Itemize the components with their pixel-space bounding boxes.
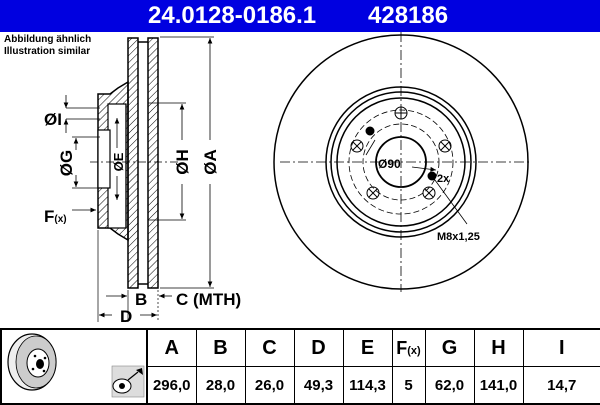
side-view: ØI ØG ØE ØH ØA F(x) B C (MTH) D [44,36,241,326]
col-header-c: C [244,328,295,367]
value-e: 114,3 [342,366,393,405]
col-header-b: B [195,328,246,367]
col-header-f: F(x) [391,328,426,367]
col-header-e: E [342,328,393,367]
part-number: 24.0128-0186.1 [148,2,317,29]
label-dia-i: ØI [44,110,62,129]
label-dia-h: ØH [173,149,192,175]
front-view [273,32,530,292]
label-dia-e: ØE [111,152,126,171]
label-count: 2x [437,173,450,185]
label-pcd: Ø90 [378,157,401,171]
label-dia-g: ØG [57,150,76,176]
label-thread: M8x1,25 [437,231,480,243]
image-cell [0,328,148,405]
col-header-d: D [293,328,344,367]
header-row: A B C D E F(x) G H I [0,328,600,405]
brake-disc-illustration-icon [7,333,145,398]
label-c: C (MTH) [176,290,241,309]
spray-cleaning-icon [111,365,145,398]
col-header-h: H [473,328,524,367]
title-bar: 24.0128-0186.1 428186 [0,0,600,32]
value-d: 49,3 [293,366,344,405]
col-header-a: A [146,328,197,367]
value-g: 62,0 [424,366,475,405]
label-f: F(x) [44,207,67,226]
note-german: Abbildung ähnlich [4,34,92,45]
note-english: Illustration similar [4,46,91,57]
article-number: 428186 [368,2,449,29]
value-b: 28,0 [195,366,246,405]
illustration-note: Abbildung ähnlich Illustration similar [4,34,91,58]
technical-drawing: ØI ØG ØE ØH ØA F(x) B C (MTH) D Ø90 [44,32,530,326]
col-header-g: G [424,328,475,367]
value-f: 5 [391,366,426,405]
col-header-i: I [522,328,600,367]
value-c: 26,0 [244,366,295,405]
dimensions-table: A B C D E F(x) G H I 296,0 28,0 26,0 49,… [0,328,600,405]
value-a: 296,0 [146,366,197,405]
value-i: 14,7 [522,366,600,405]
value-h: 141,0 [473,366,524,405]
label-dia-a: ØA [201,149,220,175]
label-b: B [135,290,147,309]
label-d: D [120,307,132,326]
